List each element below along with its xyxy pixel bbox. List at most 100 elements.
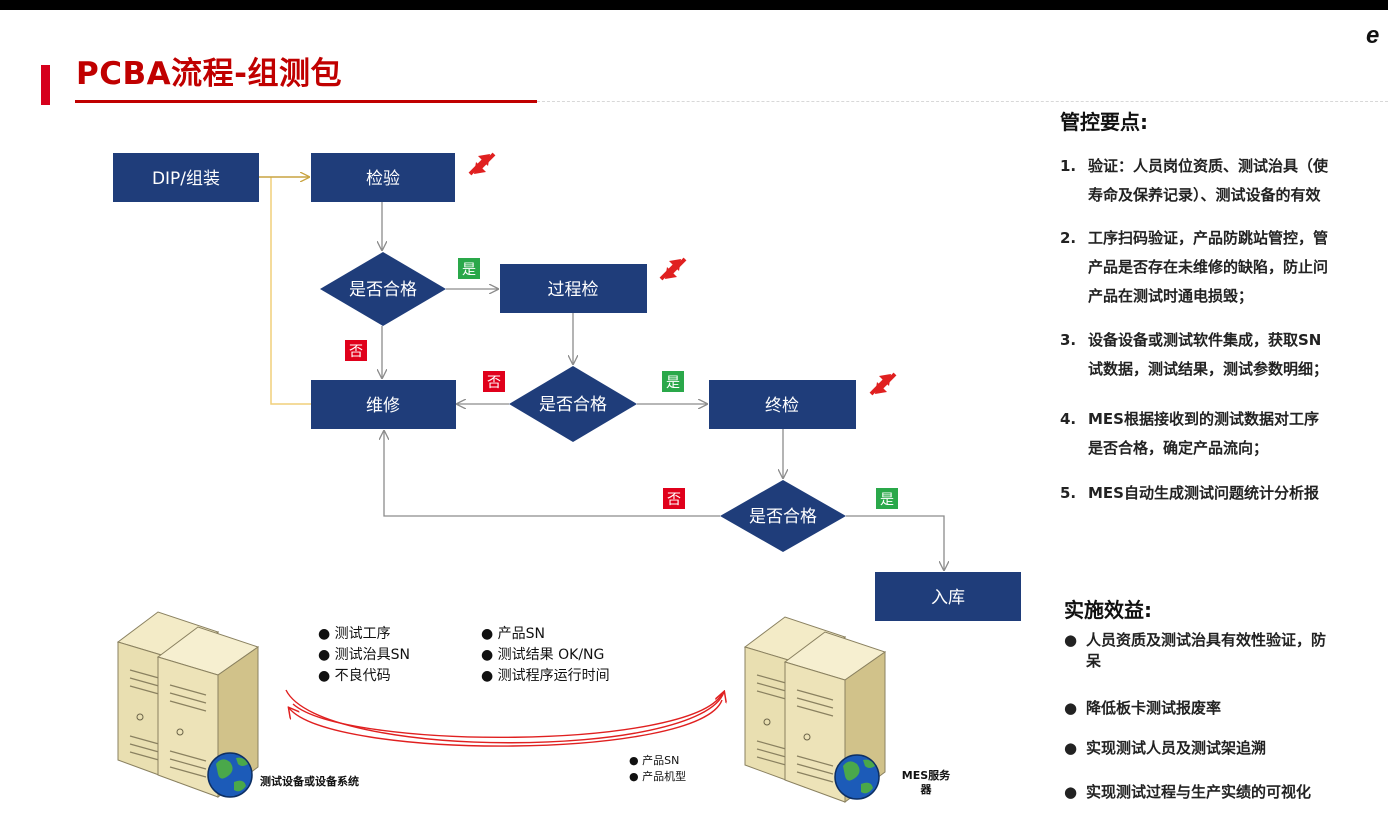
arrow-decision3-to-repair bbox=[384, 431, 720, 517]
bullet-dot-icon: ● bbox=[1064, 739, 1078, 757]
box-repair-label: 维修 bbox=[366, 396, 400, 416]
point-line: 工序扫码验证，产品防跳站管控，管 bbox=[1088, 229, 1329, 247]
pcba-flowchart: DIP/组装 检验 过程检 维修 终检 入库 是否合格 是否合格 是否合格 是 … bbox=[113, 152, 1021, 803]
no-badge-text: 否 bbox=[349, 344, 363, 360]
list-item: 测试结果 OK/NG bbox=[481, 645, 610, 666]
box-process-check: 过程检 bbox=[500, 264, 647, 313]
benefit-item: ● 实现测试人员及测试架追溯 bbox=[1064, 738, 1266, 759]
benefit-item: ● 人员资质及测试治具有效性验证，防 呆 bbox=[1064, 630, 1326, 672]
title-underline bbox=[75, 100, 537, 103]
point-line: MES自动生成测试问题统计分析报 bbox=[1088, 484, 1319, 502]
benefit-line: 人员资质及测试治具有效性验证，防 bbox=[1086, 631, 1327, 649]
benefit-line: 实现测试过程与生产实绩的可视化 bbox=[1086, 783, 1312, 801]
mes-label-line: MES服务 bbox=[901, 769, 951, 782]
data-exchange-icon bbox=[869, 372, 897, 396]
list-item: 测试程序运行时间 bbox=[481, 666, 610, 687]
page-title: PCBA流程-组测包 bbox=[76, 56, 342, 92]
box-final-check-label: 终检 bbox=[765, 396, 799, 416]
download-data-list: 产品SN 产品机型 bbox=[629, 753, 686, 785]
point-line: 寿命及保养记录）、测试设备的有效 bbox=[1088, 186, 1321, 204]
yes-badge: 是 bbox=[458, 258, 480, 279]
box-repair: 维修 bbox=[311, 380, 456, 429]
yes-badge-text: 是 bbox=[880, 492, 894, 508]
no-badge-text: 否 bbox=[667, 492, 681, 508]
benefit-line: 降低板卡测试报废率 bbox=[1086, 699, 1222, 717]
control-points-list: 1. 验证：人员岗位资质、测试治具（使 寿命及保养记录）、测试设备的有效 2. … bbox=[1060, 152, 1388, 512]
upload-data-list-right: 产品SN 测试结果 OK/NG 测试程序运行时间 bbox=[481, 624, 610, 687]
decision-final-qualified: 是否合格 bbox=[720, 480, 846, 552]
benefit-item: ● 实现测试过程与生产实绩的可视化 bbox=[1064, 782, 1311, 803]
control-point: 5. MES自动生成测试问题统计分析报 bbox=[1060, 479, 1319, 508]
box-final-check: 终检 bbox=[709, 380, 856, 429]
test-system-label: 测试设备或设备系统 bbox=[260, 775, 359, 788]
benefit-line: 实现测试人员及测试架追溯 bbox=[1086, 739, 1267, 757]
list-item: 测试治具SN bbox=[318, 645, 410, 666]
decision-process-qualified: 是否合格 bbox=[509, 366, 637, 442]
point-line: 试数据，测试结果，测试参数明细； bbox=[1088, 360, 1329, 378]
decision1-label: 是否合格 bbox=[349, 280, 417, 300]
control-point: 1. 验证：人员岗位资质、测试治具（使 寿命及保养记录）、测试设备的有效 bbox=[1060, 152, 1328, 210]
no-badge: 否 bbox=[483, 371, 505, 392]
arc-mes-to-test bbox=[289, 699, 723, 747]
mes-server-label: MES服务 器 bbox=[893, 769, 959, 797]
box-inspect-label: 检验 bbox=[366, 169, 400, 189]
repair-return-line bbox=[270, 177, 311, 405]
point-line: 设备设备或测试软件集成，获取SN bbox=[1088, 331, 1322, 349]
data-exchange-icon bbox=[468, 152, 496, 176]
data-exchange-icon bbox=[659, 257, 687, 281]
list-item: 产品SN bbox=[629, 753, 686, 769]
title-accent-bar bbox=[41, 65, 50, 105]
point-number: 1. bbox=[1060, 157, 1077, 175]
list-item: 不良代码 bbox=[318, 666, 410, 687]
point-line: MES根据接收到的测试数据对工序 bbox=[1088, 410, 1319, 428]
test-server-icon bbox=[116, 611, 260, 798]
decision-inspect-qualified: 是否合格 bbox=[320, 252, 446, 326]
benefits-heading: 实施效益: bbox=[1064, 598, 1152, 622]
title-divider-dashed bbox=[537, 101, 1388, 102]
bullet-dot-icon: ● bbox=[1064, 699, 1078, 717]
arrow-decision3-to-warehouse bbox=[846, 515, 944, 570]
benefit-item: ● 降低板卡测试报废率 bbox=[1064, 698, 1221, 719]
control-point: 3. 设备设备或测试软件集成，获取SN 试数据，测试结果，测试参数明细； bbox=[1060, 326, 1328, 384]
yes-badge-text: 是 bbox=[666, 375, 680, 391]
point-line: 是否合格，确定产品流向； bbox=[1088, 439, 1269, 457]
no-badge: 否 bbox=[345, 340, 367, 361]
bullet-dot-icon: ● bbox=[1064, 631, 1078, 649]
box-dip-label: DIP/组装 bbox=[152, 169, 220, 189]
no-badge: 否 bbox=[663, 488, 685, 509]
point-line: 验证：人员岗位资质、测试治具（使 bbox=[1088, 157, 1329, 175]
upload-data-list-left: 测试工序 测试治具SN 不良代码 bbox=[318, 624, 410, 687]
box-dip-assembly: DIP/组装 bbox=[113, 153, 259, 202]
point-number: 2. bbox=[1060, 229, 1077, 247]
mes-server-icon bbox=[743, 616, 887, 803]
point-number: 5. bbox=[1060, 484, 1077, 502]
control-points-heading: 管控要点: bbox=[1060, 110, 1148, 134]
list-item: 产品机型 bbox=[629, 769, 686, 785]
decision3-label: 是否合格 bbox=[749, 507, 817, 527]
point-line: 产品是否存在未维修的缺陷，防止问 bbox=[1088, 258, 1329, 276]
box-process-check-label: 过程检 bbox=[548, 280, 599, 300]
point-line: 产品在测试时通电损毁； bbox=[1088, 287, 1254, 305]
brand-logo-text: e bbox=[1366, 22, 1380, 49]
yes-badge-text: 是 bbox=[462, 262, 476, 278]
arc-test-to-mes bbox=[285, 690, 724, 744]
yes-badge: 是 bbox=[662, 371, 684, 392]
box-warehouse: 入库 bbox=[875, 572, 1021, 621]
top-black-bar bbox=[0, 0, 1388, 10]
bullet-dot-icon: ● bbox=[1064, 783, 1078, 801]
point-number: 4. bbox=[1060, 410, 1077, 428]
list-item: 测试工序 bbox=[318, 624, 410, 645]
control-point: 4. MES根据接收到的测试数据对工序 是否合格，确定产品流向； bbox=[1060, 405, 1319, 463]
list-item: 产品SN bbox=[481, 624, 610, 645]
yes-badge: 是 bbox=[876, 488, 898, 509]
no-badge-text: 否 bbox=[487, 375, 501, 391]
box-inspect: 检验 bbox=[311, 153, 455, 202]
point-number: 3. bbox=[1060, 331, 1077, 349]
arc-mes-to-test-inner bbox=[292, 693, 723, 738]
control-point: 2. 工序扫码验证，产品防跳站管控，管 产品是否存在未维修的缺陷，防止问 产品在… bbox=[1060, 224, 1328, 311]
mes-label-line: 器 bbox=[920, 783, 932, 796]
benefits-list: ● 人员资质及测试治具有效性验证，防 呆 ● 降低板卡测试报废率 ● 实现测试人… bbox=[1064, 630, 1388, 810]
box-warehouse-label: 入库 bbox=[931, 588, 965, 608]
decision2-label: 是否合格 bbox=[539, 395, 607, 415]
benefit-line: 呆 bbox=[1086, 652, 1102, 670]
